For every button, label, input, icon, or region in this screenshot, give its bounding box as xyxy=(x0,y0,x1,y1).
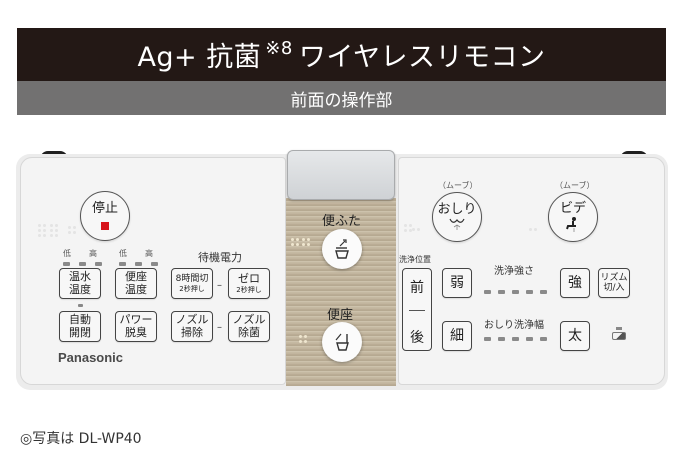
button-line1: 8時間切 xyxy=(175,274,209,285)
title-prefix: Ag+ 抗菌 xyxy=(137,42,262,73)
button-line1: 便座 xyxy=(125,269,147,283)
button-line2: 除菌 xyxy=(238,325,260,339)
auto-open-close-button[interactable]: 自動 開閉 xyxy=(59,311,101,342)
battery-indicator-cap xyxy=(616,327,622,330)
braille-dots xyxy=(404,224,412,232)
button-line1: 自動 xyxy=(69,312,91,326)
low-label: 低 xyxy=(63,249,71,258)
button-line1: ノズル xyxy=(232,312,266,326)
strength-level-indicator xyxy=(484,290,547,294)
braille-dots xyxy=(412,228,420,231)
braille-dots xyxy=(38,224,46,237)
bidet-button[interactable]: ビデ xyxy=(548,192,598,242)
button-line2: 脱臭 xyxy=(125,325,147,339)
stop-label: 停止 xyxy=(91,201,118,217)
standby-8h-button[interactable]: 8時間切 2秒押し xyxy=(171,268,213,299)
button-line2: 掃除 xyxy=(181,325,203,339)
bidet-label: ビデ xyxy=(559,200,586,216)
water-temp-level xyxy=(63,262,102,266)
button-line2: 2秒押し xyxy=(236,285,262,294)
braille-dots xyxy=(291,238,299,246)
position-heading: 洗浄位置 xyxy=(399,255,431,264)
button-line2: 温度 xyxy=(125,282,147,296)
button-line1: リズム xyxy=(600,272,628,283)
position-back-button[interactable]: 後 xyxy=(410,330,424,346)
button-line2: 温度 xyxy=(69,282,91,296)
button-line1: ゼロ xyxy=(238,272,260,286)
bidet-move-label: （ムーブ） xyxy=(555,181,595,190)
button-line2: 2秒押し xyxy=(179,284,205,293)
sensor-window xyxy=(287,150,395,200)
oshiri-move-label: （ムーブ） xyxy=(438,181,478,190)
button-line1: パワー xyxy=(119,312,153,326)
auto-open-indicator xyxy=(78,304,83,307)
low-label: 低 xyxy=(119,249,127,258)
seat-temp-button[interactable]: 便座 温度 xyxy=(115,268,157,299)
lid-open-close-button[interactable] xyxy=(322,229,362,269)
toilet-seat-icon xyxy=(335,333,349,351)
button-line2: 開閉 xyxy=(69,325,91,339)
high-label: 高 xyxy=(145,249,153,258)
button-label: 太 xyxy=(568,327,582,344)
high-label: 高 xyxy=(89,249,97,258)
seat-temp-level xyxy=(119,262,158,266)
width-heading: おしり洗浄幅 xyxy=(484,320,544,331)
rear-wash-icon xyxy=(449,218,465,231)
photo-model-note: ◎写真は DL-WP40 xyxy=(20,431,142,447)
width-level-indicator xyxy=(484,337,547,341)
title-note: ※8 xyxy=(265,38,293,59)
braille-dots xyxy=(302,238,310,246)
toilet-lid-icon xyxy=(335,239,349,259)
bidet-person-icon xyxy=(566,217,576,233)
rhythm-toggle-button[interactable]: リズム 切/入 xyxy=(598,268,630,298)
dash: – xyxy=(217,280,222,291)
title-bar: Ag+ 抗菌 ※8 ワイヤレスリモコン xyxy=(17,28,666,81)
title-suffix: ワイヤレスリモコン xyxy=(298,42,546,73)
position-divider xyxy=(409,310,425,311)
standby-zero-button[interactable]: ゼロ 2秒押し xyxy=(228,268,270,299)
strength-strong-button[interactable]: 強 xyxy=(560,268,590,298)
subtitle-bar: 前面の操作部 xyxy=(17,81,666,115)
stop-indicator-icon xyxy=(101,221,109,230)
button-label: 細 xyxy=(450,327,464,344)
lid-label: 便ふた xyxy=(322,214,362,229)
braille-dots xyxy=(529,228,537,231)
oshiri-label: おしり xyxy=(437,201,477,217)
seat-label: 便座 xyxy=(327,308,354,323)
subtitle: 前面の操作部 xyxy=(290,90,393,111)
button-line1: ノズル xyxy=(175,312,209,326)
braille-dots xyxy=(50,224,58,237)
standby-heading: 待機電力 xyxy=(198,251,242,264)
seat-open-close-button[interactable] xyxy=(322,322,362,362)
dash: – xyxy=(217,322,222,333)
oshiri-button[interactable]: おしり xyxy=(432,192,482,242)
water-temp-button[interactable]: 温水 温度 xyxy=(59,268,101,299)
braille-dots xyxy=(68,226,76,234)
stop-button[interactable]: 停止 xyxy=(80,191,130,241)
battery-icon xyxy=(612,332,626,340)
strength-heading: 洗浄強さ xyxy=(494,266,534,277)
width-wide-button[interactable]: 太 xyxy=(560,321,590,351)
nozzle-clean-button[interactable]: ノズル 掃除 xyxy=(171,311,213,342)
button-label: 強 xyxy=(568,274,582,291)
button-line2: 切/入 xyxy=(603,283,625,293)
button-label: 弱 xyxy=(450,274,464,291)
wash-position-rocker[interactable]: 前 後 xyxy=(402,268,432,351)
power-deodor-button[interactable]: パワー 脱臭 xyxy=(115,311,157,342)
braille-dots xyxy=(299,335,307,343)
position-front-button[interactable]: 前 xyxy=(410,280,424,296)
nozzle-sterilize-button[interactable]: ノズル 除菌 xyxy=(228,311,270,342)
width-narrow-button[interactable]: 細 xyxy=(442,321,472,351)
brand-logo: Panasonic xyxy=(58,350,124,365)
button-line1: 温水 xyxy=(69,269,91,283)
strength-weak-button[interactable]: 弱 xyxy=(442,268,472,298)
